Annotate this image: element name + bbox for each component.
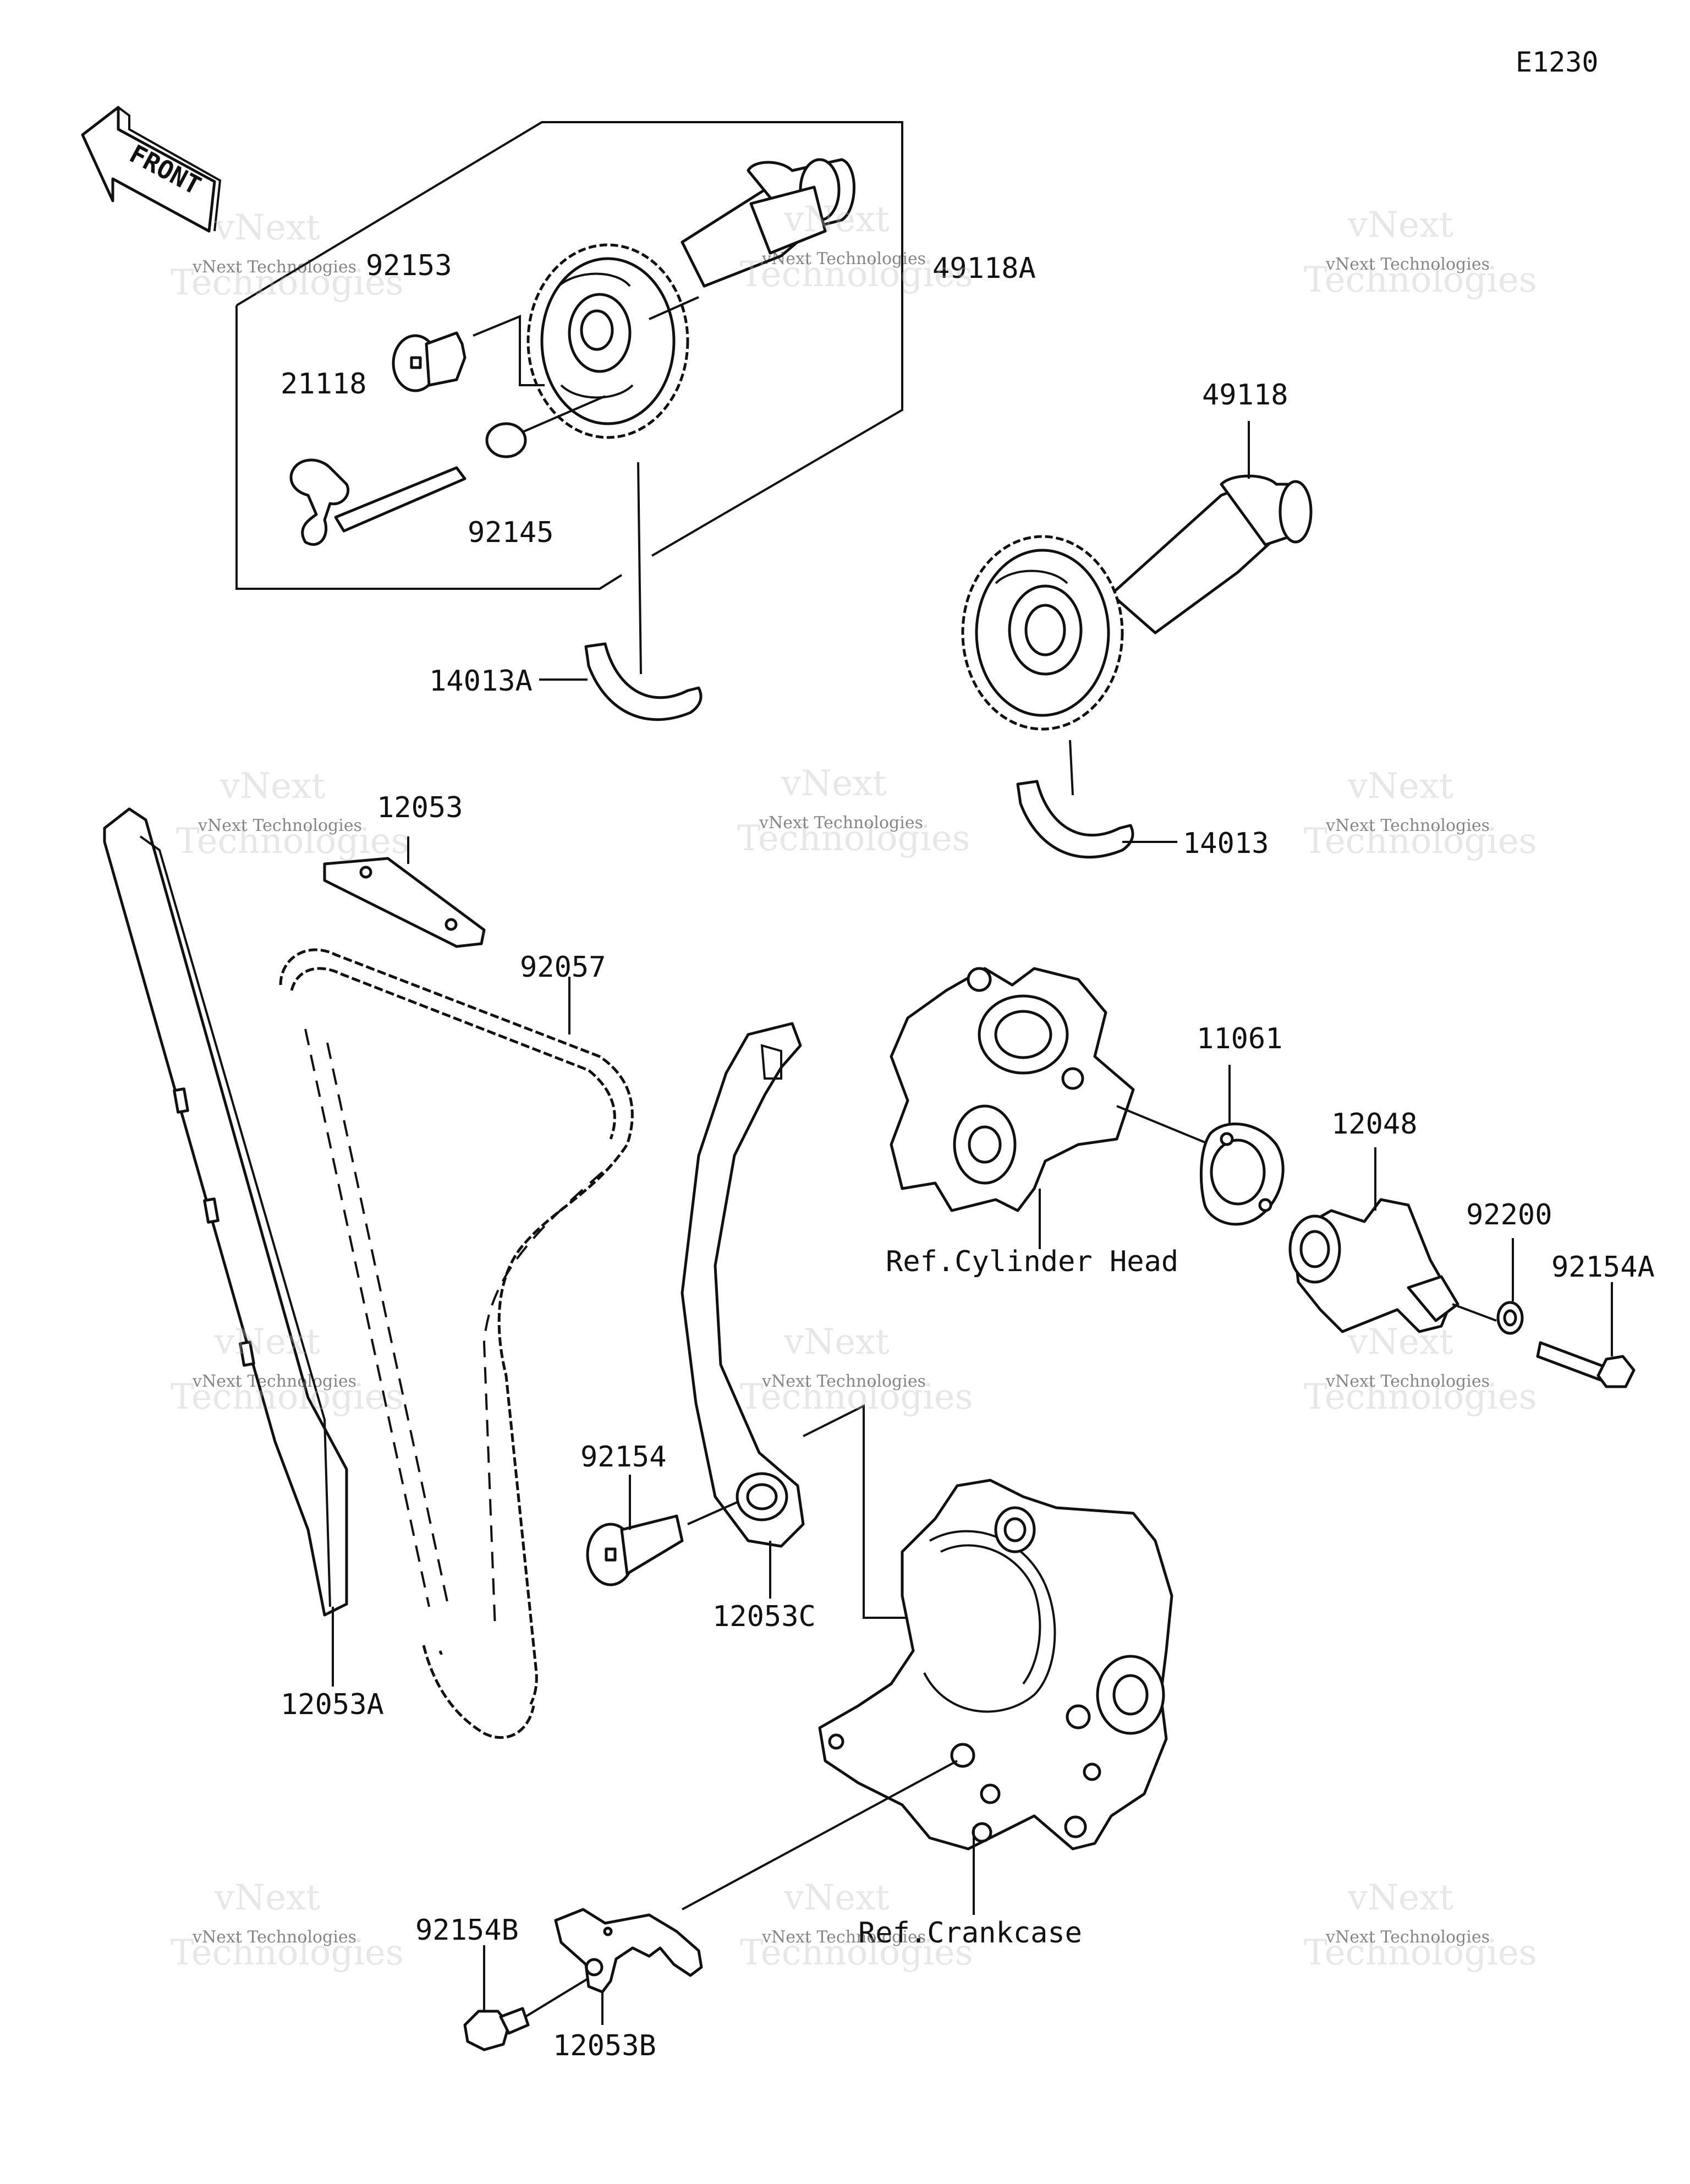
ring-14013a	[584, 642, 703, 721]
chain-guide-12053b	[554, 1908, 703, 1994]
svg-text:vNext: vNext	[1347, 766, 1453, 807]
label-92200: 92200	[1466, 1198, 1552, 1231]
chain-tensioner-12048	[1288, 1198, 1459, 1333]
svg-text:vNext: vNext	[1347, 1322, 1453, 1362]
shaft-21118	[289, 458, 467, 546]
svg-text:vNext: vNext	[1347, 205, 1453, 245]
svg-text:Technologies: Technologies	[740, 254, 973, 295]
svg-text:vNext Technologies: vNext Technologies	[761, 1372, 926, 1391]
label-49118a: 49118A	[932, 252, 1036, 285]
label-ref-crankcase: Ref.Crankcase	[858, 1917, 1082, 1950]
watermarks: Technologies vNext vNext Technologies Tech…	[171, 199, 1537, 1973]
svg-text:vNext: vNext	[1347, 1878, 1453, 1918]
label-92057: 92057	[520, 951, 606, 984]
label-14013a: 14013A	[429, 665, 533, 698]
label-92153: 92153	[366, 249, 452, 282]
svg-text:Technologies: Technologies	[1304, 260, 1537, 300]
cam-sprocket-49118a	[526, 243, 689, 439]
label-12053a: 12053A	[281, 1688, 384, 1721]
svg-text:vNext: vNext	[783, 199, 890, 240]
label-21118: 21118	[281, 368, 367, 401]
svg-text:vNext Technologies: vNext Technologies	[192, 1928, 356, 1947]
bolt-92154b	[463, 2007, 530, 2051]
pivot-bolt-92154	[586, 1514, 684, 1586]
label-92154: 92154	[580, 1441, 667, 1474]
svg-text:Technologies: Technologies	[737, 818, 970, 859]
cylinder-head-ref	[890, 967, 1135, 1212]
gasket-11061	[1199, 1123, 1285, 1226]
svg-text:Technologies: Technologies	[740, 1933, 973, 1973]
svg-text:vNext: vNext	[214, 207, 320, 248]
bolt-92154a	[1536, 1341, 1636, 1388]
svg-text:Technologies: Technologies	[176, 821, 409, 862]
svg-text:vNext Technologies: vNext Technologies	[1325, 1372, 1490, 1391]
svg-text:vNext: vNext	[214, 1878, 320, 1918]
label-92145: 92145	[468, 516, 554, 549]
svg-text:vNext: vNext	[783, 1322, 890, 1362]
crankcase-ref	[818, 1479, 1173, 1851]
svg-text:Technologies: Technologies	[171, 1933, 404, 1973]
chain-tensioner-arm-12053c	[681, 1022, 805, 1548]
svg-text:Technologies: Technologies	[1304, 1377, 1537, 1417]
svg-text:Technologies: Technologies	[1304, 821, 1537, 862]
svg-text:vNext: vNext	[781, 763, 887, 804]
spring-92145	[485, 422, 527, 458]
svg-text:vNext: vNext	[220, 766, 326, 807]
svg-text:vNext Technologies: vNext Technologies	[1325, 255, 1490, 274]
label-12053: 12053	[377, 791, 463, 824]
svg-text:vNext Technologies: vNext Technologies	[759, 813, 923, 833]
label-49118: 49118	[1202, 379, 1288, 412]
svg-text:vNext Technologies: vNext Technologies	[1325, 1928, 1490, 1947]
svg-text:vNext: vNext	[783, 1878, 890, 1918]
label-12053c: 12053C	[712, 1600, 816, 1633]
label-92154b: 92154B	[415, 1914, 519, 1947]
label-12048: 12048	[1331, 1108, 1418, 1141]
svg-text:vNext Technologies: vNext Technologies	[1325, 816, 1490, 835]
bolt-92153	[392, 331, 467, 392]
svg-text:Technologies: Technologies	[171, 1377, 404, 1417]
svg-text:vNext Technologies: vNext Technologies	[197, 816, 362, 835]
guide-plate-12053	[323, 857, 486, 948]
svg-text:vNext: vNext	[214, 1322, 320, 1362]
chain-guide-12053a	[103, 807, 348, 1617]
washer-92200	[1496, 1301, 1524, 1335]
camshaft-49118	[1110, 474, 1313, 634]
cam-chain-92057	[279, 948, 634, 1739]
label-11061: 11061	[1197, 1022, 1283, 1055]
label-12053b: 12053B	[553, 2029, 656, 2062]
ring-14013	[1016, 780, 1134, 859]
svg-text:vNext Technologies: vNext Technologies	[761, 1928, 926, 1947]
label-14013: 14013	[1183, 827, 1269, 860]
label-ref-cylinder-head: Ref.Cylinder Head	[886, 1245, 1178, 1278]
svg-text:Technologies: Technologies	[171, 262, 404, 303]
svg-text:vNext Technologies: vNext Technologies	[192, 1372, 356, 1391]
group-frame	[235, 121, 903, 557]
camshaft-49118a	[681, 158, 855, 288]
svg-text:Technologies: Technologies	[740, 1377, 973, 1417]
svg-text:vNext Technologies: vNext Technologies	[192, 258, 356, 277]
label-92154a: 92154A	[1551, 1251, 1655, 1284]
svg-text:vNext Technologies: vNext Technologies	[761, 249, 926, 269]
sheet-id: E1230	[1516, 46, 1599, 78]
svg-text:Technologies: Technologies	[1304, 1933, 1537, 1973]
cam-sprocket-49118	[961, 535, 1124, 731]
front-arrow-icon: FRONT	[81, 106, 222, 233]
